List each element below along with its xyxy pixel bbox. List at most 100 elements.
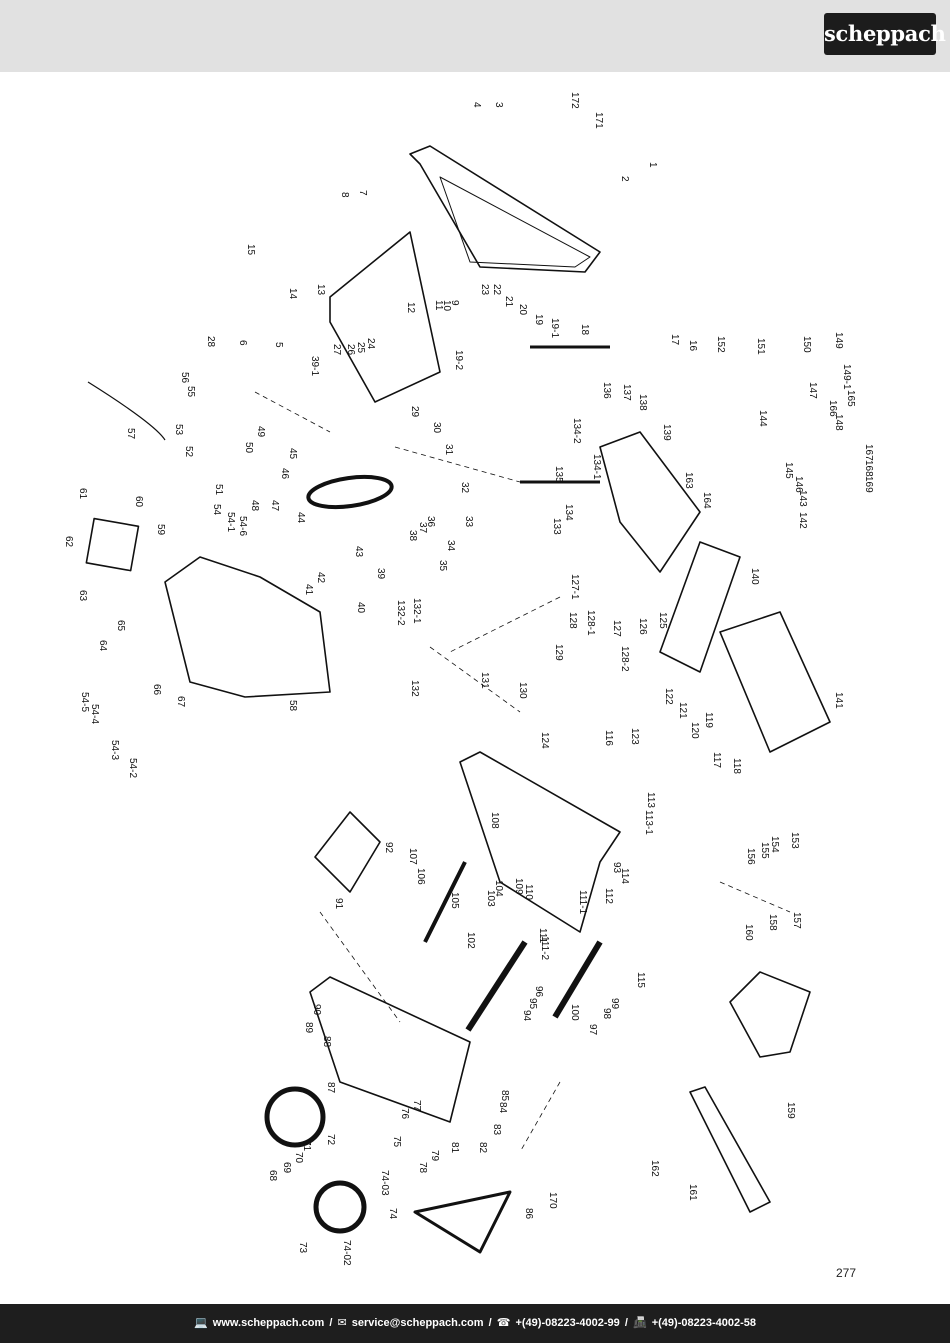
part-label: 21 — [503, 296, 514, 308]
part-label: 55 — [185, 386, 196, 398]
part-label: 163 — [683, 472, 694, 489]
part-label: 59 — [155, 524, 166, 536]
part-label: 45 — [287, 448, 298, 460]
motor-housing — [329, 231, 441, 403]
part-label: 67 — [175, 696, 186, 708]
part-label: 135 — [553, 466, 564, 483]
part-label: 133 — [551, 518, 562, 535]
footer-separator: / — [624, 1317, 628, 1329]
part-label: 111 — [537, 928, 548, 944]
part-label: 109 — [513, 878, 524, 895]
part-label: 36 — [425, 516, 436, 528]
part-label: 75 — [391, 1136, 402, 1148]
part-label: 30 — [431, 422, 442, 434]
part-label: 40 — [355, 602, 366, 614]
page-header: scheppach — [0, 0, 950, 72]
carrier-plate — [599, 431, 701, 573]
part-label: 147 — [807, 382, 818, 399]
part-label: 123 — [629, 728, 640, 745]
part-label: 104 — [493, 880, 504, 897]
part-label: 19-2 — [453, 350, 464, 370]
part-label: 82 — [477, 1142, 488, 1154]
guide-rail-140 — [659, 541, 741, 673]
part-label: 39 — [375, 568, 386, 580]
part-label: 25 — [355, 342, 366, 354]
page-number: 277 — [836, 1266, 857, 1280]
part-label: 124 — [539, 732, 550, 749]
footer-fax: +(49)-08223-4002-58 — [651, 1317, 756, 1329]
part-label: 9 — [449, 300, 460, 306]
part-label: 119 — [703, 712, 714, 728]
part-label: 26 — [345, 344, 356, 356]
part-label: 103 — [485, 890, 496, 907]
part-label: 18 — [579, 324, 590, 336]
part-label: 161 — [687, 1184, 698, 1201]
part-label: 106 — [415, 868, 426, 885]
part-label: 128-2 — [619, 646, 630, 672]
part-label: 128 — [567, 612, 578, 629]
chassis-108 — [459, 751, 621, 933]
fax-icon: 📠 — [632, 1317, 647, 1329]
part-label: 84 — [497, 1102, 508, 1114]
part-label: 117 — [711, 752, 722, 768]
footer-website[interactable]: www.scheppach.com — [212, 1317, 325, 1329]
part-label: 87 — [325, 1082, 336, 1094]
part-label: 113 — [645, 792, 656, 808]
part-label: 58 — [287, 700, 298, 712]
part-label: 132-1 — [411, 598, 422, 624]
part-label: 31 — [443, 444, 454, 456]
part-label: 27 — [331, 344, 342, 356]
part-label: 144 — [757, 410, 768, 427]
part-label: 74-03 — [379, 1170, 390, 1196]
part-label: 169 — [863, 476, 874, 493]
part-label: 115 — [635, 972, 646, 988]
part-label: 6 — [237, 340, 248, 346]
part-label: 125 — [657, 612, 668, 629]
part-label: 112 — [603, 888, 614, 904]
part-label: 66 — [151, 684, 162, 696]
part-label: 74-02 — [341, 1240, 352, 1266]
part-label: 35 — [437, 560, 448, 572]
part-label: 3 — [493, 102, 504, 108]
part-label: 99 — [609, 998, 620, 1010]
wheel-74 — [313, 1180, 367, 1234]
drive-belt-44 — [306, 474, 394, 510]
footer-email[interactable]: service@scheppach.com — [351, 1317, 484, 1329]
part-label: 38 — [407, 530, 418, 542]
phone-icon: ☎ — [496, 1317, 511, 1329]
part-label: 76 — [399, 1108, 410, 1120]
part-label: 142 — [797, 512, 808, 529]
handle-plate — [439, 176, 591, 268]
lower-chassis-87 — [309, 976, 471, 1123]
part-label: 151 — [755, 338, 766, 355]
roller-102 — [465, 940, 528, 1032]
part-label: 79 — [429, 1150, 440, 1162]
part-label: 93 — [611, 862, 622, 874]
part-label: 159 — [785, 1102, 796, 1119]
part-label: 86 — [523, 1208, 534, 1220]
part-label: 155 — [759, 842, 770, 859]
part-label: 145 — [783, 462, 794, 479]
part-label: 15 — [245, 244, 256, 256]
chip-chute-157 — [729, 971, 811, 1058]
part-label: 130 — [517, 682, 528, 699]
part-label: 167 — [863, 444, 874, 461]
part-label: 114 — [619, 868, 630, 884]
part-label: 107 — [407, 848, 418, 865]
part-label: 54-1 — [225, 512, 236, 532]
handle-frame — [409, 145, 601, 273]
part-label: 77 — [411, 1100, 422, 1112]
part-label: 19 — [533, 314, 544, 326]
part-label: 64 — [97, 640, 108, 652]
part-label: 134-2 — [571, 418, 582, 444]
part-label: 73 — [297, 1242, 308, 1254]
part-label: 95 — [527, 998, 538, 1010]
motor-92 — [314, 811, 381, 893]
part-label: 164 — [701, 492, 712, 509]
part-label: 131 — [479, 672, 490, 689]
footer-separator: / — [329, 1317, 333, 1329]
part-label: 172 — [569, 92, 580, 109]
part-label: 7 — [357, 190, 368, 196]
part-label: 54-6 — [237, 516, 248, 536]
